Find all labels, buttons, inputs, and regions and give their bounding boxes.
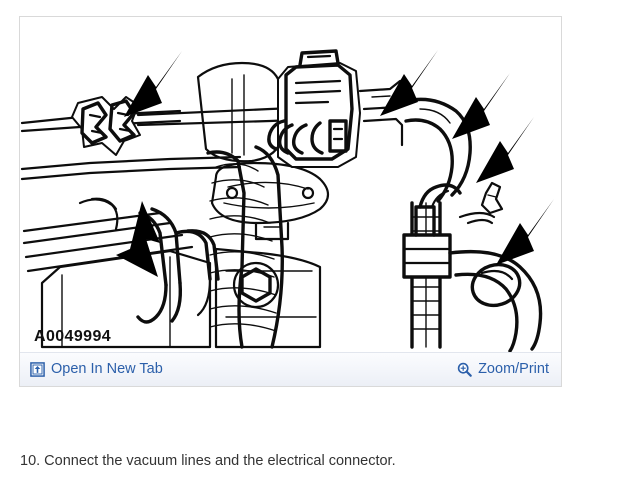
right-lower-hose	[448, 211, 543, 352]
figure-toolbar: Open In New Tab Zoom/Print	[20, 352, 561, 386]
right-ribbed-cable	[402, 183, 462, 349]
callout-arrow-2	[380, 50, 438, 116]
left-hose-clamp	[71, 96, 141, 156]
figure-code-label: A0049994	[34, 328, 112, 345]
callout-arrow-3	[452, 73, 510, 139]
callout-arrow-1	[124, 51, 182, 117]
magnifier-plus-icon	[457, 362, 472, 377]
figure-image-area[interactable]: A0049994	[20, 17, 561, 352]
ribbed-flex-hose	[206, 145, 284, 349]
callout-arrow-5	[496, 199, 554, 265]
zoom-print-button[interactable]: Zoom/Print	[457, 362, 549, 377]
center-lower-block	[214, 247, 322, 349]
technical-illustration	[20, 49, 554, 352]
callout-arrow-4	[476, 117, 534, 183]
callout-arrow-6	[116, 201, 160, 277]
figure-viewer: A0049994 Open In New Tab	[19, 16, 562, 387]
open-in-new-tab-button[interactable]: Open In New Tab	[30, 362, 163, 377]
callout-arrows	[116, 50, 554, 277]
open-in-new-tab-label: Open In New Tab	[51, 361, 163, 378]
zoom-print-label: Zoom/Print	[478, 361, 549, 378]
right-vacuum-plumbing	[358, 79, 504, 215]
lower-left-structure	[22, 197, 220, 349]
open-in-new-tab-icon	[30, 362, 45, 377]
step-caption-text: 10. Connect the vacuum lines and the ele…	[20, 453, 396, 469]
electrical-connector	[267, 49, 361, 168]
